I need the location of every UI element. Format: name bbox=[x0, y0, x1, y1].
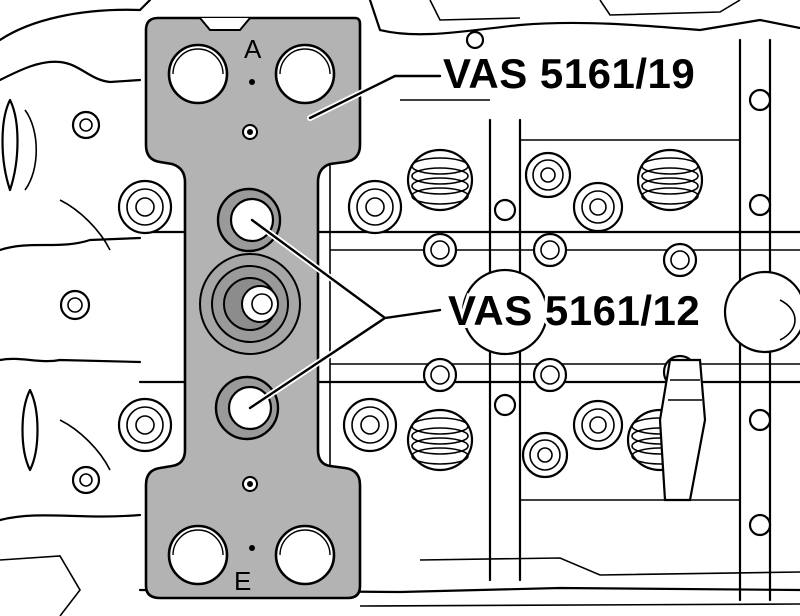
tool-marking-bottom: E bbox=[234, 566, 251, 596]
adapter-plate-tool: A E bbox=[144, 16, 362, 600]
leader-line-adapter bbox=[308, 74, 442, 120]
label-adapter-plate: VAS 5161/19 bbox=[443, 50, 695, 97]
head-bolts bbox=[117, 151, 624, 479]
label-guide-bushes: VAS 5161/12 bbox=[448, 287, 700, 334]
cam-bearing-caps bbox=[329, 30, 800, 602]
leader-line-bushes bbox=[248, 218, 442, 410]
tool-marking-top: A bbox=[244, 34, 262, 64]
leader-lines bbox=[247, 73, 443, 411]
valve-springs bbox=[406, 148, 704, 472]
